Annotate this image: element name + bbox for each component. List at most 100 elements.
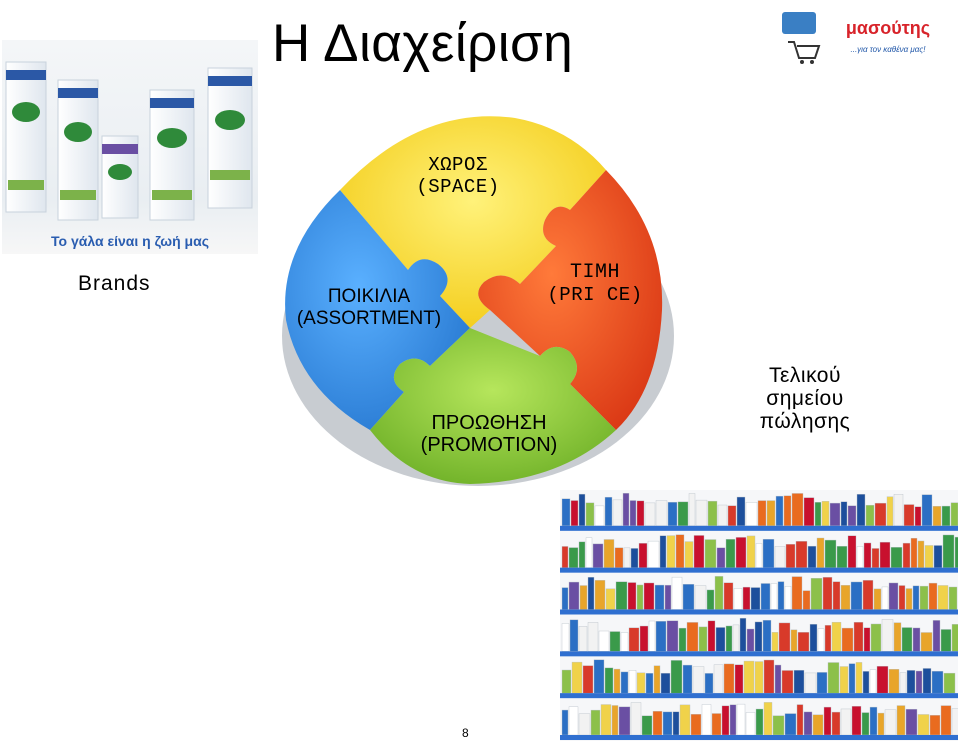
- shelf-product: [714, 665, 723, 693]
- shelf-product: [699, 627, 707, 651]
- shelf-product: [925, 545, 933, 567]
- shelf-product: [737, 497, 745, 526]
- price-label-english: (PRI CE): [540, 284, 650, 306]
- shelf-product: [660, 536, 666, 568]
- shelf-product: [885, 710, 896, 735]
- shelf-product: [601, 705, 611, 735]
- shelf-product: [612, 705, 618, 735]
- shelf-product: [871, 624, 881, 651]
- shelf-product: [852, 706, 861, 735]
- shelf-product: [863, 580, 873, 609]
- shelf-product: [894, 494, 903, 526]
- shelf-product: [747, 536, 755, 568]
- shelf-product: [921, 632, 932, 651]
- shelf-product: [579, 714, 590, 735]
- shelf-product: [918, 714, 929, 735]
- shelf-product: [637, 501, 644, 526]
- shelf-product: [736, 537, 746, 567]
- shelf-product: [562, 588, 568, 610]
- shelf-product: [649, 621, 655, 651]
- shelf-product: [797, 705, 803, 735]
- shelf-product: [818, 629, 824, 652]
- shelf-product: [949, 587, 957, 610]
- shelf-product: [804, 498, 814, 526]
- shelf-product: [676, 535, 684, 568]
- shelf-product: [832, 622, 841, 651]
- shelf-product: [899, 586, 905, 610]
- shelf-product: [771, 584, 777, 610]
- shelf-product: [694, 535, 704, 567]
- shelf-product: [882, 587, 888, 610]
- shelf-product: [911, 538, 917, 567]
- shelf-product: [856, 662, 862, 693]
- shelf-board: [560, 735, 958, 740]
- shelf-product: [849, 664, 855, 694]
- shelf-product: [918, 541, 924, 568]
- shelf-product: [562, 546, 568, 567]
- shelf-product: [580, 586, 587, 610]
- shelf-product: [941, 629, 951, 651]
- shelf-product: [851, 582, 862, 610]
- shelf-product: [832, 712, 840, 735]
- shelf-product: [848, 506, 856, 526]
- shelf-product: [579, 542, 585, 568]
- shelf-product: [730, 705, 736, 735]
- shelf-board: [560, 568, 958, 573]
- shelf-product: [837, 546, 847, 567]
- shelf-product: [707, 590, 714, 610]
- shelf-product: [758, 501, 766, 526]
- shelf-product: [654, 666, 660, 693]
- shelf-product: [673, 712, 679, 735]
- shelf-product: [712, 713, 721, 735]
- shelf-product: [629, 628, 639, 652]
- shelf-product: [891, 547, 902, 567]
- shelf-product: [875, 503, 886, 526]
- shelf-product: [594, 660, 604, 693]
- shelf-product: [775, 546, 785, 567]
- shelf-product: [955, 537, 958, 568]
- shelf-product: [907, 670, 915, 693]
- shelf-product: [778, 582, 784, 610]
- shelf-product: [841, 585, 850, 609]
- shelf-product: [857, 494, 865, 526]
- shelf-product: [813, 715, 823, 735]
- shelf-product: [588, 577, 594, 609]
- shelf-product: [811, 578, 822, 609]
- shelf-product: [840, 666, 848, 693]
- shelf-product: [631, 703, 641, 735]
- shelf-product: [615, 548, 623, 568]
- shelf-product: [842, 628, 853, 651]
- shelf-product: [562, 670, 571, 693]
- shelf-product: [562, 624, 569, 652]
- shelf-product: [605, 668, 613, 693]
- shelf-product: [841, 502, 847, 526]
- shelf-product: [804, 712, 812, 735]
- shelf-product: [737, 704, 745, 735]
- shelf-product: [786, 544, 795, 567]
- point-of-sale-label: Τελικού σημείου πώλησης: [752, 364, 858, 433]
- shelf-product: [644, 583, 654, 610]
- shelf-product: [887, 497, 893, 526]
- shelf-product: [864, 543, 871, 568]
- shelf-product: [767, 501, 775, 526]
- shelf-product: [825, 625, 831, 651]
- shelf-product: [874, 589, 881, 610]
- shelf-product: [571, 501, 578, 526]
- shelf-product: [646, 673, 653, 693]
- shelf-product: [877, 666, 888, 693]
- shelf-product: [941, 706, 951, 735]
- shelf-product: [562, 710, 568, 735]
- milk-ad-slogan: Το γάλα είναι η ζωή μας: [51, 233, 209, 249]
- space-label-english: (SPACE): [398, 176, 518, 198]
- shelf-product: [665, 585, 671, 609]
- shelf-product: [798, 632, 809, 651]
- shelf-product: [825, 540, 836, 568]
- shelf-product: [717, 548, 725, 568]
- shelf-product: [785, 714, 796, 735]
- shelf-product: [773, 716, 784, 735]
- shelf-product: [878, 713, 884, 735]
- shelf-product: [579, 626, 587, 651]
- page-number: 8: [462, 726, 469, 740]
- promotion-label-english: (PROMOTION): [404, 434, 574, 456]
- shelf-product: [623, 493, 629, 526]
